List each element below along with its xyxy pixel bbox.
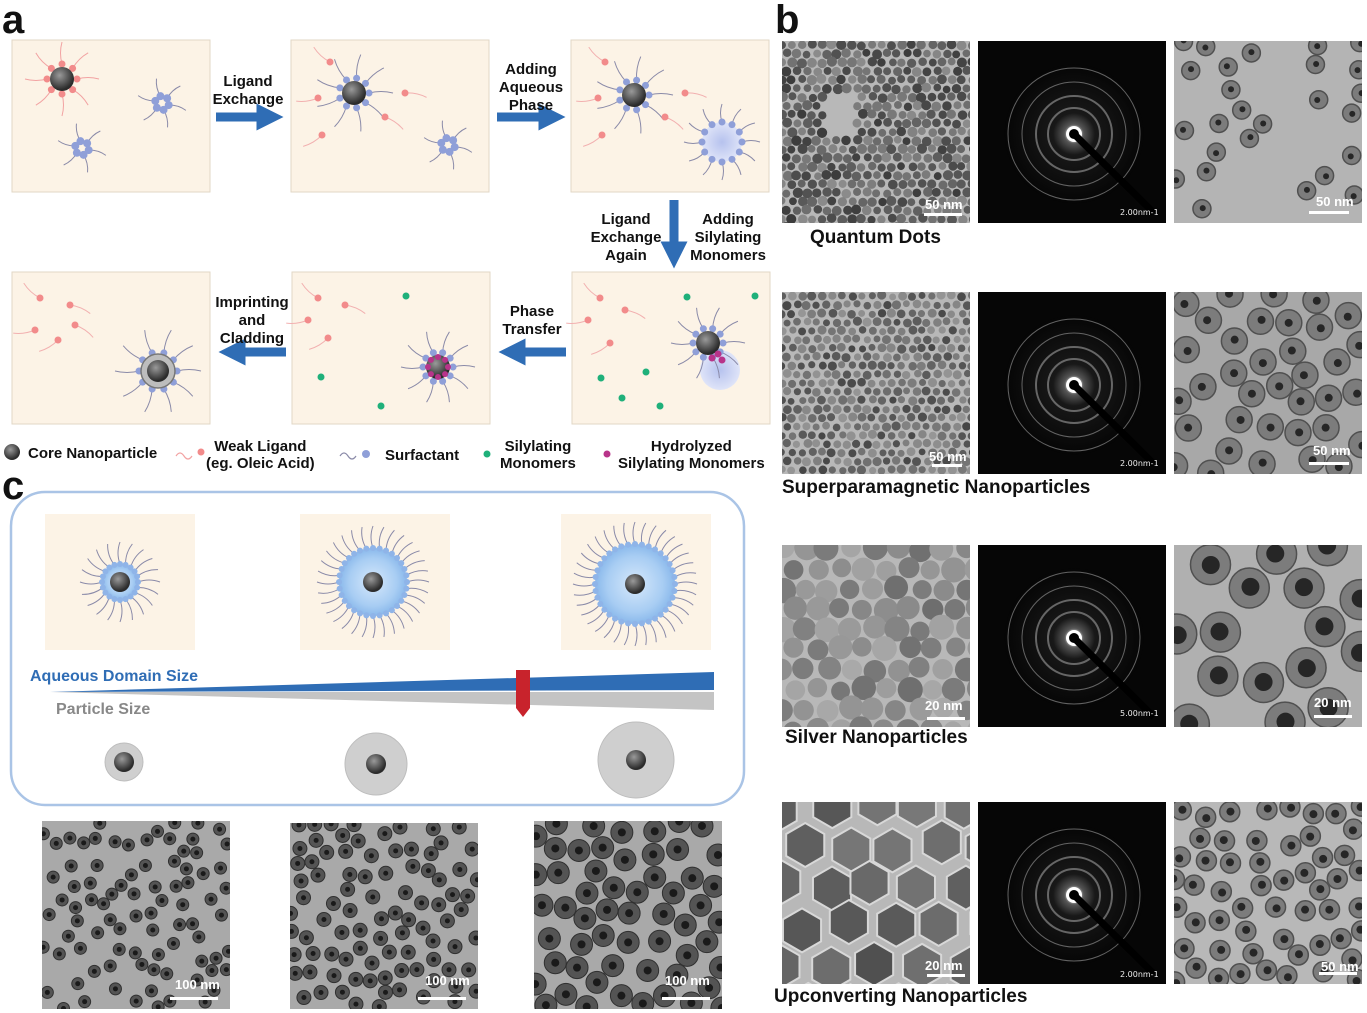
step-box-4 — [571, 271, 771, 425]
legend-silylating: Silylating Monomers — [500, 438, 576, 472]
particle-size-bar — [50, 692, 714, 710]
step-box-5 — [291, 271, 491, 425]
scale-ucnp-left: 20 nm — [925, 958, 963, 973]
surfactant-icon — [339, 452, 357, 460]
scale-ag-left: 20 nm — [925, 698, 963, 713]
panel-c-tem-row — [42, 821, 722, 1009]
caption-superparamagnetic: Superparamagnetic Nanoparticles — [782, 477, 1091, 498]
legend-hydrolyzed: Hydrolyzed Silylating Monomers — [618, 438, 765, 472]
step-label-3-left: Ligand Exchange Again — [590, 211, 662, 264]
scale-spm-left: 50 nm — [929, 449, 967, 464]
caption-upconverting: Upconverting Nanoparticles — [774, 986, 1028, 1007]
diffraction-ag: 5.00nm-1 — [1120, 709, 1159, 718]
silylating-monomer-icon — [483, 450, 491, 458]
diffraction-spm: 2.00nm-1 — [1120, 459, 1159, 468]
step-box-2 — [290, 39, 490, 193]
panel-letter-a: a — [2, 0, 25, 42]
scale-qd-left: 50 nm — [925, 197, 963, 212]
weak-ligand-icon — [175, 452, 193, 460]
panel-c-schematic — [9, 490, 746, 807]
step-box-1 — [11, 39, 211, 193]
diffraction-qd: 2.00nm-1 — [1120, 208, 1159, 217]
aqueous-domain-label: Aqueous Domain Size — [30, 668, 199, 685]
step-label-5: Imprinting and Cladding — [215, 294, 289, 347]
scale-c1: 100 nm — [175, 977, 220, 992]
aqueous-domain-bar — [50, 672, 714, 692]
core-nanoparticle — [50, 67, 74, 91]
legend-core: Core Nanoparticle — [28, 445, 158, 462]
panel-letter-c: c — [2, 464, 25, 508]
legend-surfactant: Surfactant — [385, 447, 460, 464]
legend-weak-ligand: Weak Ligand (eg. Oleic Acid) — [206, 438, 315, 472]
scale-c2: 100 nm — [425, 973, 470, 988]
step-label-2: Adding Aqueous Phase — [498, 61, 564, 114]
step-label-4: Phase Transfer — [502, 303, 562, 338]
caption-quantum-dots: Quantum Dots — [810, 227, 941, 248]
hydrolyzed-monomer-icon — [603, 450, 611, 458]
panel-letter-b: b — [775, 0, 800, 42]
size-marker-icon — [516, 670, 530, 717]
step-label-3-right: Adding Silylating Monomers — [690, 211, 766, 264]
diffraction-ucnp: 2.00nm-1 — [1120, 970, 1159, 979]
scale-c3: 100 nm — [665, 973, 710, 988]
step-box-6 — [11, 271, 211, 425]
legend-icons — [4, 444, 611, 460]
step-label-1: Ligand Exchange — [212, 73, 284, 108]
scale-ag-right: 20 nm — [1314, 695, 1352, 710]
core-nanoparticle-icon — [4, 444, 20, 460]
caption-silver: Silver Nanoparticles — [785, 727, 968, 748]
scale-ucnp-right: 50 nm — [1321, 959, 1359, 974]
panel-a-schematic — [11, 39, 771, 425]
panel-b-tem-grid — [782, 41, 1362, 984]
scale-spm-right: 50 nm — [1313, 443, 1351, 458]
particle-size-label: Particle Size — [56, 701, 151, 718]
scale-qd-right: 50 nm — [1316, 194, 1354, 209]
